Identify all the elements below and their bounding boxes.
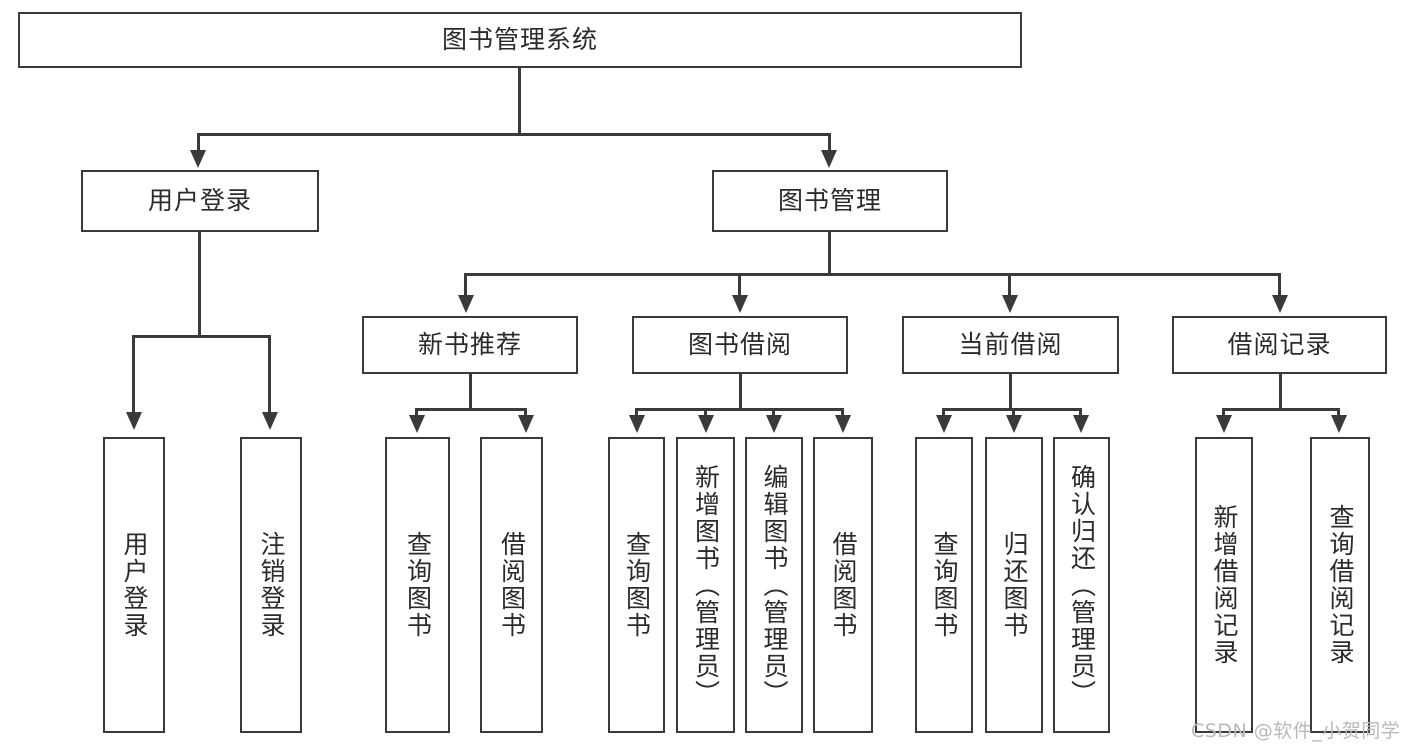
edge-new-book-drop-2 [524,408,527,420]
arrowhead-to-book-mgmt [821,150,837,168]
edge-current-borrow-stem [1009,374,1012,410]
leaf-cb-return-book[interactable]: 归还图书 [985,437,1043,733]
node-label: 借阅记录 [1227,330,1332,360]
node-label: 借阅图书 [829,531,858,639]
leaf-nb-borrow-book[interactable]: 借阅图书 [480,437,543,733]
leaf-nb-query-book[interactable]: 查询图书 [385,437,450,733]
edge-book-borrow-bus [635,408,843,411]
leaf-cb-confirm-return[interactable]: 确认归还（管理员） [1053,437,1110,733]
arrowhead-br-add-record [1216,415,1232,433]
edge-cb-drop-2 [1012,408,1015,420]
edge-book-mgmt-stem [828,232,831,274]
node-label: 图书借阅 [687,330,792,360]
arrowhead-nb-borrow-book [518,415,534,433]
node-borrow-record[interactable]: 借阅记录 [1172,316,1387,374]
edge-br-drop-2 [1337,408,1340,420]
edge-user-login-drop-1 [132,335,135,417]
edge-user-login-drop-2 [268,335,271,417]
edge-user-login-stem [198,232,201,336]
arrowhead-leaf-logout [262,412,278,430]
node-label: 确认归还（管理员） [1067,463,1097,707]
edge-book-mgmt-bus [464,273,1281,276]
leaf-br-query-record[interactable]: 查询借阅记录 [1310,437,1370,733]
node-label: 新书推荐 [417,330,522,360]
edge-br-drop-1 [1222,408,1225,420]
edge-root-bus [197,133,831,136]
edge-bb-drop-4 [841,408,844,420]
edge-root-stem [518,68,521,134]
node-current-borrow[interactable]: 当前借阅 [902,316,1119,374]
arrowhead-cb-confirm-return [1073,415,1089,433]
arrowhead-book-borrow [732,295,748,313]
edge-cb-drop-3 [1079,408,1082,420]
arrowhead-bb-add-book [698,415,714,433]
edge-book-borrow-stem [739,374,742,410]
node-label: 注销登录 [257,531,286,639]
arrowhead-leaf-user-login [126,412,142,430]
arrowhead-new-book-recommend [458,295,474,313]
node-label: 新增图书（管理员） [691,463,721,707]
node-label: 查询借阅记录 [1326,504,1355,666]
arrowhead-borrow-record [1272,295,1288,313]
edge-borrow-record-stem [1279,374,1282,410]
leaf-bb-query-book[interactable]: 查询图书 [608,437,665,733]
node-label: 当前借阅 [958,330,1063,360]
edge-new-book-bus [415,408,527,411]
edge-book-mgmt-drop-1 [464,273,467,299]
edge-bb-drop-2 [704,408,707,420]
arrowhead-bb-borrow-book [835,415,851,433]
edge-new-book-stem [469,374,472,410]
arrowhead-nb-query-book [409,415,425,433]
node-book-management[interactable]: 图书管理 [712,170,948,232]
node-book-borrow[interactable]: 图书借阅 [632,316,848,374]
node-new-book-recommend[interactable]: 新书推荐 [362,316,578,374]
leaf-cb-query-book[interactable]: 查询图书 [915,437,973,733]
arrowhead-bb-query-book [629,415,645,433]
edge-cb-drop-1 [942,408,945,420]
edge-user-login-bus [132,335,270,338]
node-label: 归还图书 [1000,531,1029,639]
edge-root-to-user-login [197,133,200,155]
node-user-login[interactable]: 用户登录 [81,170,319,232]
edge-borrow-record-bus [1222,408,1339,411]
node-label: 图书管理 [777,186,882,216]
arrowhead-cb-query-book [936,415,952,433]
watermark-csdn: CSDN @软件_小贺同学 [1191,720,1401,742]
edge-bb-drop-3 [772,408,775,420]
node-label: 编辑图书（管理员） [760,463,789,707]
edge-book-mgmt-drop-3 [1008,273,1011,299]
node-root-system[interactable]: 图书管理系统 [18,12,1022,68]
arrowhead-to-user-login [190,150,206,168]
node-label: 新增借阅记录 [1210,504,1239,666]
edge-book-mgmt-drop-2 [738,273,741,299]
arrowhead-br-query-record [1331,415,1347,433]
edge-book-mgmt-drop-4 [1278,273,1281,299]
node-label: 借阅图书 [497,531,527,639]
node-label: 图书管理系统 [441,25,598,55]
arrowhead-cb-return-book [1006,415,1022,433]
edge-root-to-book-mgmt [828,133,831,155]
arrowhead-bb-edit-book [766,415,782,433]
leaf-logout[interactable]: 注销登录 [240,437,302,733]
node-label: 查询图书 [930,531,959,639]
node-label: 查询图书 [403,531,433,639]
leaf-bb-edit-book[interactable]: 编辑图书（管理员） [745,437,803,733]
leaf-br-add-record[interactable]: 新增借阅记录 [1195,437,1253,733]
leaf-bb-add-book[interactable]: 新增图书（管理员） [676,437,735,733]
leaf-user-login[interactable]: 用户登录 [103,437,165,733]
edge-current-borrow-bus [942,408,1081,411]
node-label: 查询图书 [622,531,652,639]
edge-new-book-drop-1 [415,408,418,420]
node-label: 用户登录 [120,531,149,639]
arrowhead-current-borrow [1002,295,1018,313]
node-label: 用户登录 [147,186,252,216]
edge-bb-drop-1 [635,408,638,420]
leaf-bb-borrow-book[interactable]: 借阅图书 [813,437,873,733]
